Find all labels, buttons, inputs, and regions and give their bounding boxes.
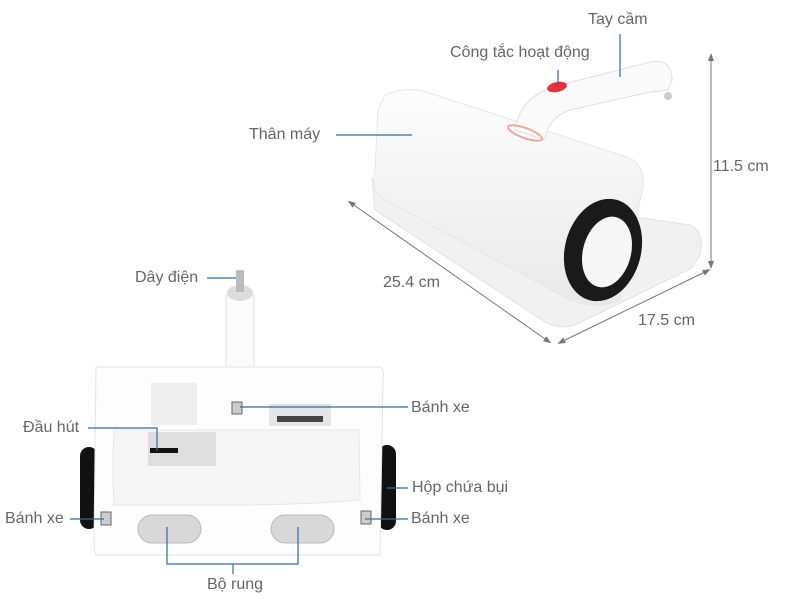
wheel-top bbox=[231, 401, 243, 415]
label-handle: Tay cầm bbox=[588, 11, 648, 28]
leader-lines bbox=[70, 34, 621, 574]
dimension-length: 25.4 cm bbox=[383, 274, 440, 291]
suction-slot bbox=[150, 448, 178, 453]
left-wheel bbox=[80, 447, 98, 529]
width-dimension-line bbox=[557, 269, 711, 344]
product-sticker bbox=[151, 383, 197, 425]
dimension-width: 17.5 cm bbox=[638, 312, 695, 329]
dimension-height: 11.5 cm bbox=[713, 158, 769, 175]
label-wheel-top: Bánh xe bbox=[411, 399, 470, 416]
cord-collar bbox=[227, 285, 253, 301]
label-wheel-right: Bánh xe bbox=[411, 510, 470, 527]
wheel-bottom-right bbox=[360, 510, 372, 525]
label-power-cord: Dây điện bbox=[135, 269, 199, 286]
label-dust-box: Hộp chứa bụi bbox=[412, 479, 509, 496]
label-body: Thân máy bbox=[249, 126, 321, 143]
handle bbox=[514, 60, 673, 141]
vacuum-bottom-view bbox=[80, 270, 396, 556]
length-dimension-line bbox=[347, 200, 552, 344]
label-suction-head: Đầu hút bbox=[23, 419, 80, 436]
vibrator-pad-right bbox=[270, 514, 335, 544]
label-wheel-left: Bánh xe bbox=[5, 510, 64, 527]
label-power-switch: Công tắc hoạt động bbox=[450, 44, 590, 61]
cord-plug bbox=[664, 92, 672, 100]
power-switch bbox=[547, 81, 567, 93]
vibrator-pad-left bbox=[137, 514, 202, 544]
leader-suction-head bbox=[88, 427, 158, 451]
power-cord-stub bbox=[236, 270, 244, 292]
cord-tube bbox=[225, 294, 255, 376]
barcode bbox=[277, 416, 323, 422]
handle-joint-ring bbox=[506, 124, 544, 142]
label-vibrator: Bộ rung bbox=[207, 576, 264, 593]
